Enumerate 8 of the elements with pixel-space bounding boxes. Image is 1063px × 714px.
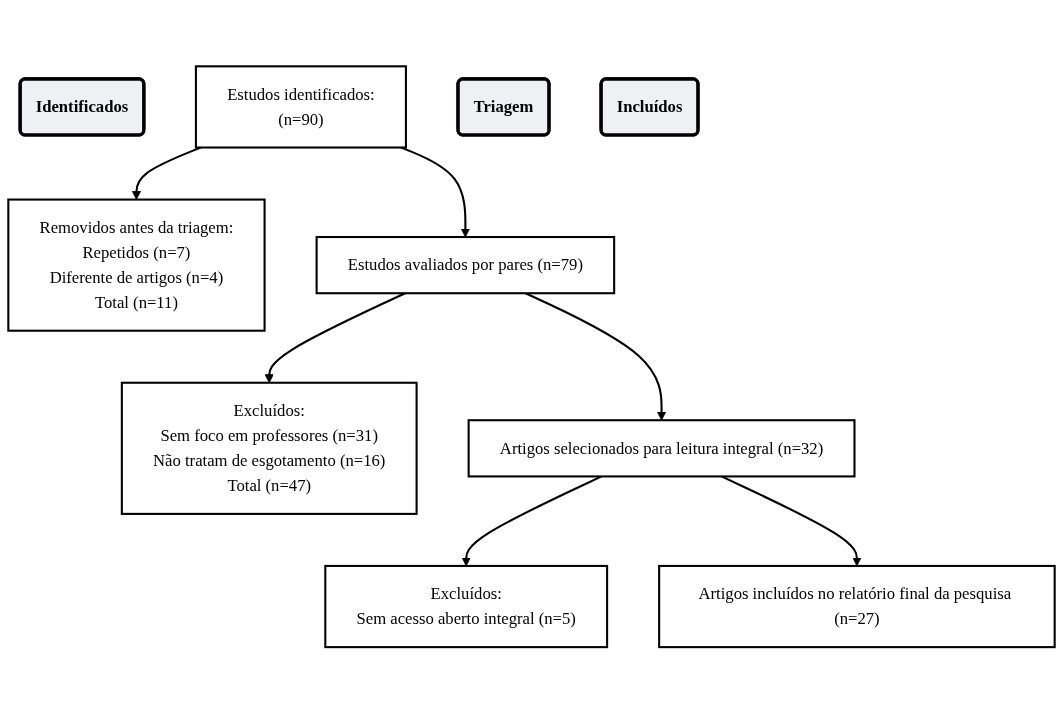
node-box: Excluídos: Sem acesso aberto integral (n=5) [324,565,609,649]
node-box: Excluídos: Sem foco em professores (n=31) Não tratam de esgotamento (n=16) Total (n=47) [120,381,418,516]
node-box: Removidos antes da triagem: Repetidos (n=7) Diferente de artigos (n=4) Total (n=11) [7,198,266,332]
arrow [400,146,470,238]
node-box: Estudos avaliados por pares (n=79) [315,236,616,295]
node-box: Artigos selecionados para leitura integral (n=32) [467,419,856,478]
node-box: Estudos identificados: (n=90) [194,65,407,149]
node-box: Artigos incluídos no relatório final da pesquisa (n=27) [658,565,1056,649]
